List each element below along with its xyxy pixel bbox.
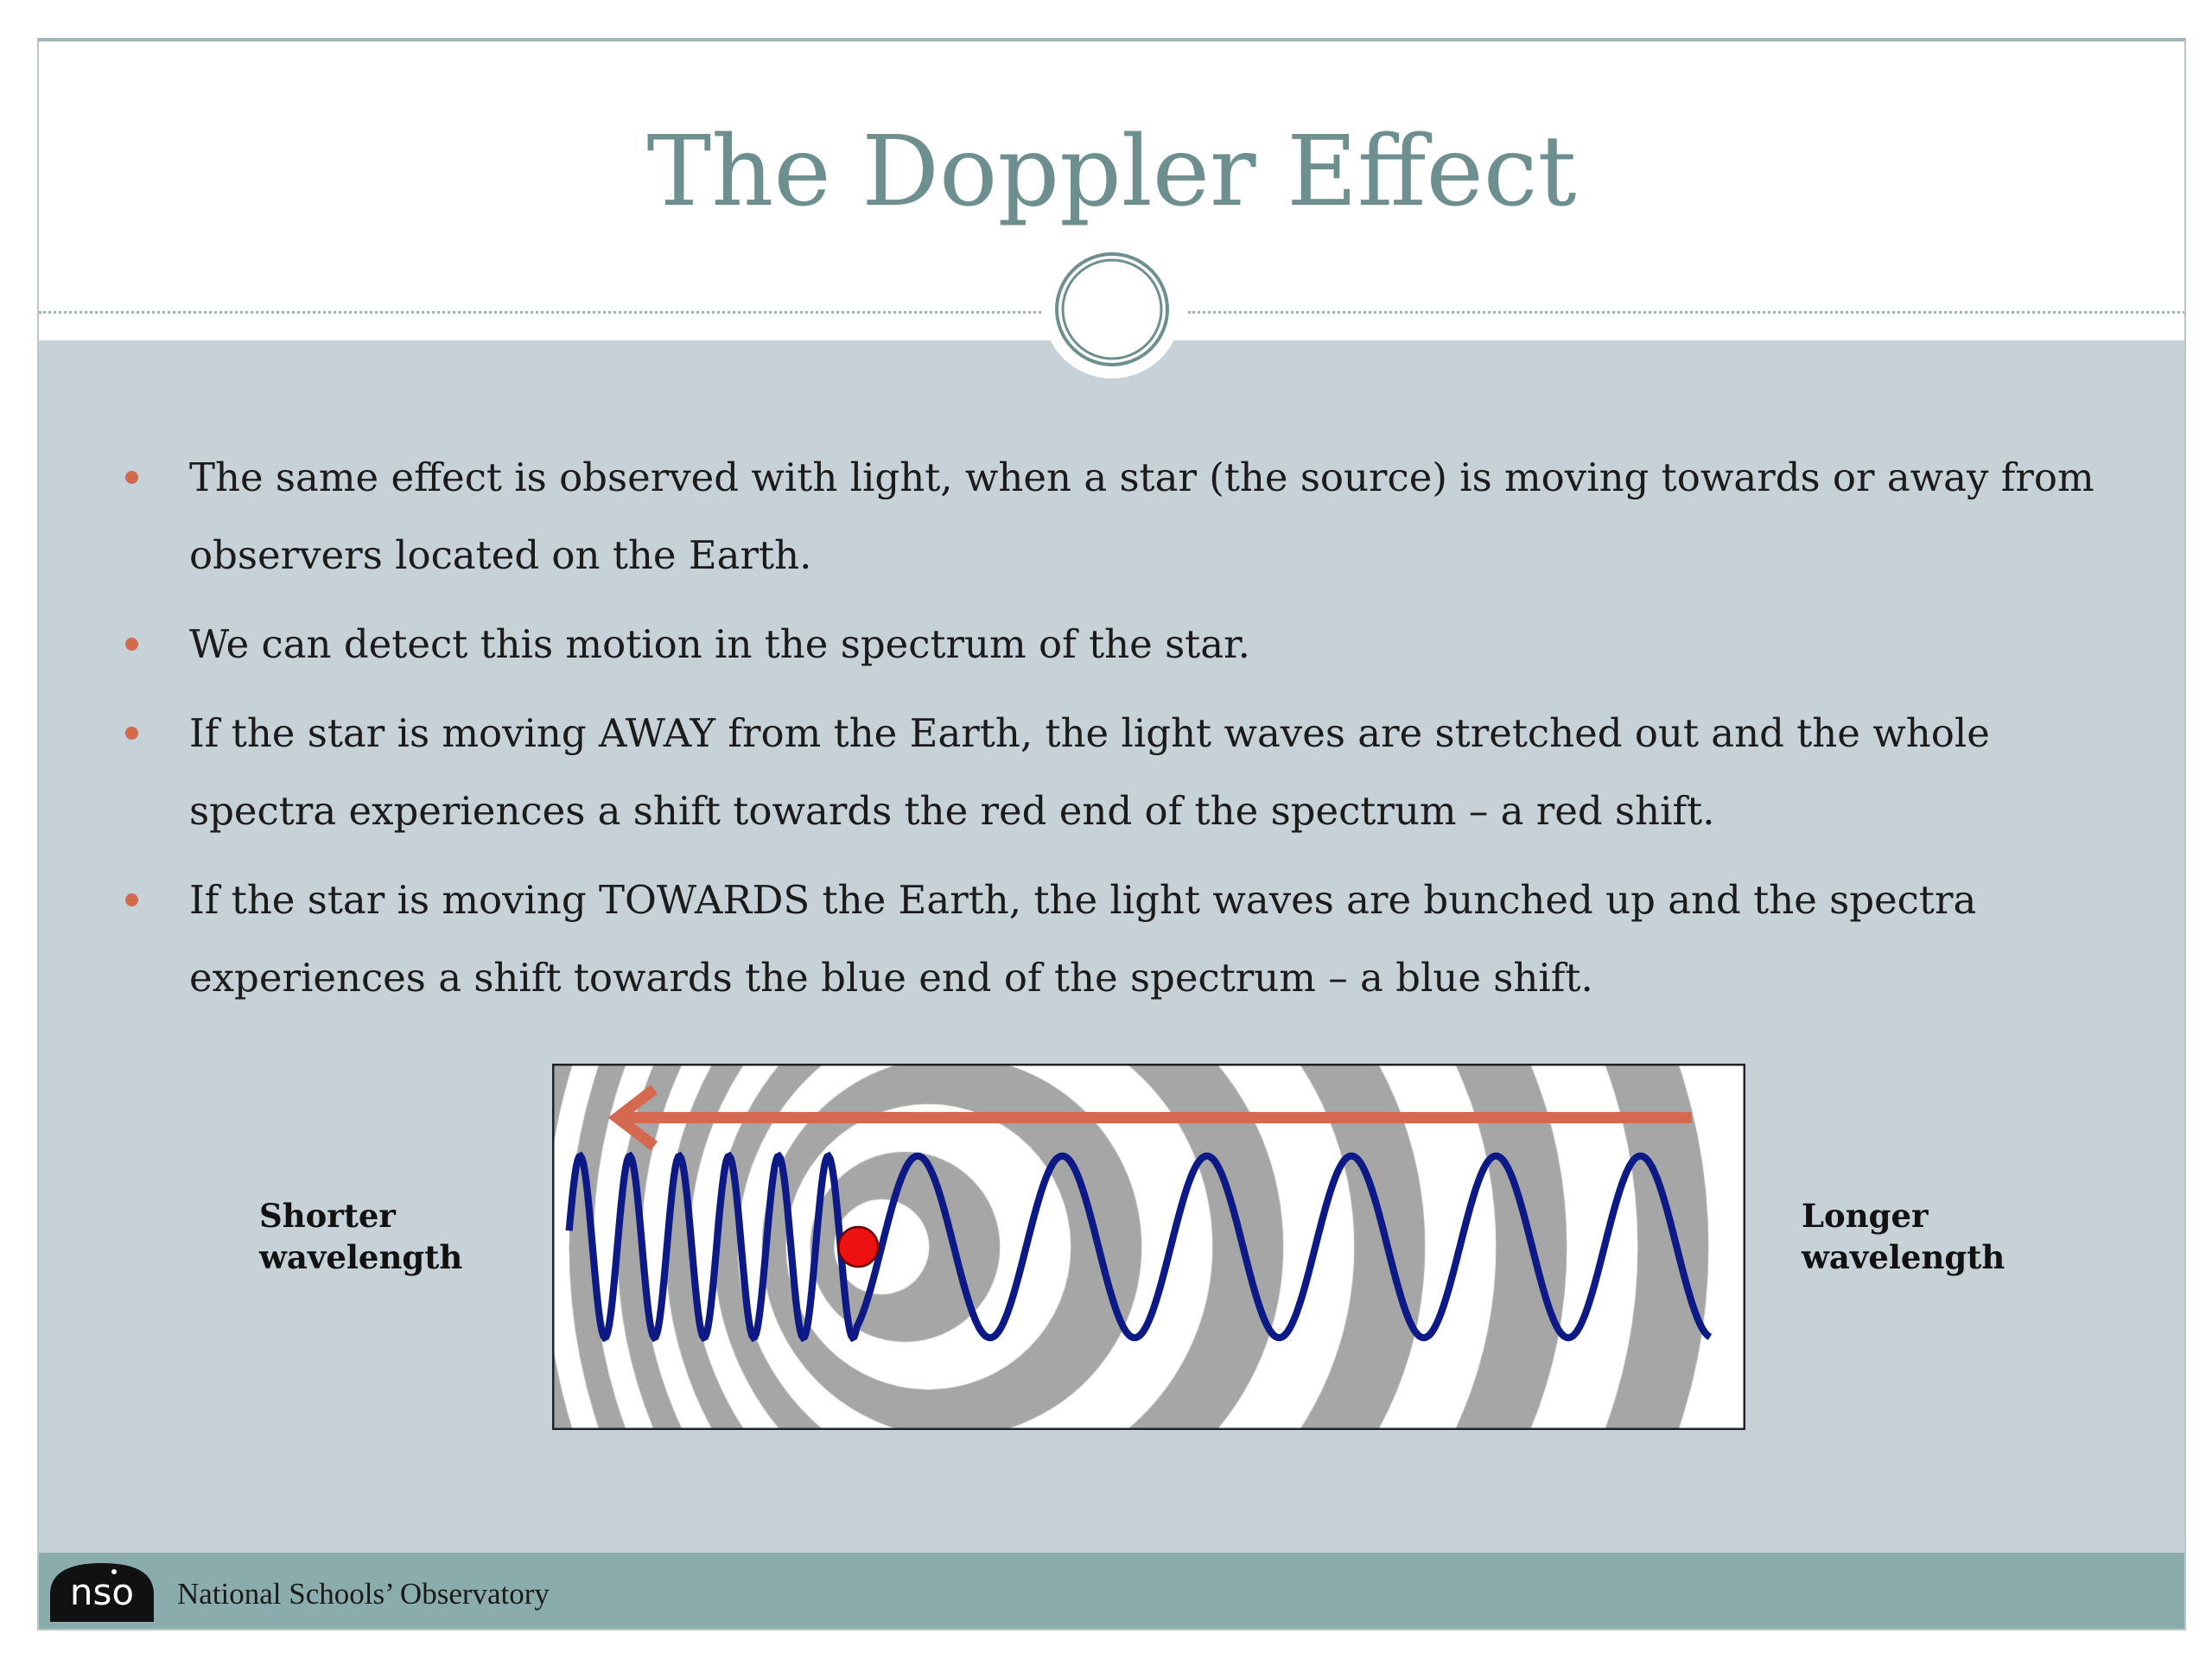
slide: nso National Schools’ Observatory The Do… [37, 38, 2186, 1630]
svg-text:nso: nso [70, 1571, 134, 1613]
footer-bar: nso National Schools’ Observatory [39, 1553, 2184, 1629]
divider-right [1188, 311, 2184, 314]
longer-label-line: wavelength [1802, 1238, 2005, 1276]
bullet-item: If the star is moving AWAY from the Eart… [86, 695, 2177, 850]
bullet-text-line: We can detect this motion in the spectru… [189, 621, 1250, 667]
nso-logo: nso [50, 1563, 154, 1622]
divider-left [39, 311, 1041, 314]
bullet-text-line: If the star is moving AWAY from the Eart… [189, 710, 1990, 756]
organization-name: National Schools’ Observatory [177, 1577, 550, 1611]
diagram-overlay [552, 1064, 1745, 1430]
bullet-item: We can detect this motion in the spectru… [86, 606, 2177, 683]
longer-label-line: Longer [1802, 1197, 1929, 1235]
bullet-dot-icon [125, 471, 138, 484]
divider-circle-icon [1043, 240, 1181, 378]
star-source [837, 1225, 880, 1268]
bullet-dot-icon [125, 638, 138, 651]
motion-arrow [607, 1084, 1692, 1151]
bullet-dot-icon [125, 727, 138, 740]
bullet-text-line: experiences a shift towards the blue end… [189, 955, 1593, 1001]
shorter-label-line: wavelength [259, 1238, 463, 1276]
light-wave [565, 1151, 1713, 1343]
bullet-text-line: If the star is moving TOWARDS the Earth,… [189, 877, 1977, 923]
diagram-border [552, 1064, 1745, 1430]
bullet-text-line: spectra experiences a shift towards the … [189, 788, 1715, 834]
wavefront-rings [552, 1064, 1745, 1430]
bullet-item: The same effect is observed with light, … [86, 439, 2177, 594]
slide-title: The Doppler Effect [646, 116, 1577, 228]
arrow-head [607, 1084, 658, 1151]
bullet-dot-icon [125, 893, 138, 906]
shorter-label-line: Shorter [259, 1197, 396, 1235]
doppler-diagram [552, 1064, 1745, 1430]
bullet-list: The same effect is observed with light, … [86, 439, 2177, 1028]
bullet-item: If the star is moving TOWARDS the Earth,… [86, 861, 2177, 1017]
bullet-text-line: observers located on the Earth. [189, 532, 812, 578]
bullet-text-line: The same effect is observed with light, … [189, 454, 2094, 500]
